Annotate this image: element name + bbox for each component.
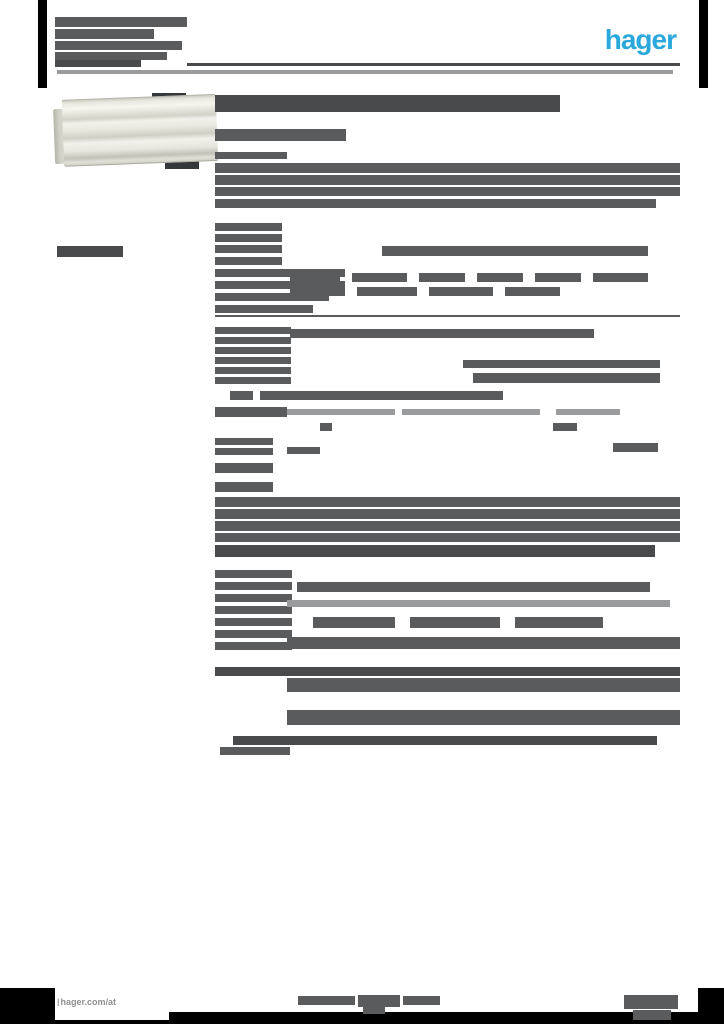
redacted-text-bar xyxy=(57,70,673,74)
redacted-text-bar xyxy=(419,273,465,282)
redacted-text-bar xyxy=(215,438,273,445)
redacted-text-bar xyxy=(358,995,400,1007)
redacted-text-bar xyxy=(215,570,292,578)
redacted-text-bar xyxy=(215,642,292,650)
redacted-text-bar xyxy=(410,617,500,628)
redacted-text-bar xyxy=(290,287,345,296)
redacted-text-bar xyxy=(402,409,540,415)
redacted-text-bar xyxy=(429,287,493,296)
redacted-text-bar xyxy=(215,407,287,417)
redacted-text-bar xyxy=(55,17,187,27)
redacted-text-bar xyxy=(215,545,655,557)
redacted-text-bar xyxy=(287,637,680,649)
hager-logo: hager xyxy=(604,24,677,55)
redacted-text-bar xyxy=(187,63,680,66)
redacted-text-bar xyxy=(233,736,657,745)
redacted-text-bar xyxy=(260,391,503,400)
redacted-text-bar xyxy=(55,41,182,50)
redacted-text-bar xyxy=(215,315,680,317)
redacted-text-bar xyxy=(593,273,648,282)
redacted-text-bar xyxy=(215,377,291,384)
redacted-text-bar xyxy=(473,373,660,383)
redacted-text-bar xyxy=(215,293,329,301)
redacted-text-bar xyxy=(215,630,292,638)
redacted-text-bar xyxy=(553,423,577,431)
redacted-text-bar xyxy=(215,448,273,455)
redacted-text-bar xyxy=(215,509,680,519)
redacted-text-bar xyxy=(505,287,560,296)
redacted-text-bar xyxy=(633,1010,671,1020)
scan-mark xyxy=(699,0,708,88)
footer-logo-box[interactable]: |hager.com/at xyxy=(55,996,169,1020)
redacted-text-bar xyxy=(215,618,292,626)
redacted-text-bar xyxy=(215,367,291,374)
redacted-text-bar xyxy=(215,582,292,590)
redacted-text-bar xyxy=(290,329,594,338)
redacted-text-bar xyxy=(463,360,660,368)
redacted-text-bar xyxy=(215,234,282,242)
redacted-text-bar xyxy=(290,273,340,282)
redacted-text-bar xyxy=(55,52,167,60)
redacted-text-bar xyxy=(215,606,292,614)
redacted-text-bar xyxy=(215,533,680,542)
redacted-text-bar xyxy=(320,423,332,431)
redacted-text-bar xyxy=(215,269,345,277)
redacted-text-bar xyxy=(215,357,291,364)
redacted-text-bar xyxy=(215,187,680,196)
redacted-text-bar xyxy=(215,129,346,141)
redacted-text-bar xyxy=(357,287,417,296)
redacted-text-bar xyxy=(515,617,603,628)
redacted-text-bar xyxy=(352,273,407,282)
redacted-text-bar xyxy=(287,678,680,692)
redacted-text-bar xyxy=(313,617,395,628)
redacted-text-bar xyxy=(215,463,273,473)
redacted-text-bar xyxy=(613,443,658,452)
redacted-text-bar xyxy=(55,29,154,39)
redacted-text-bar xyxy=(298,996,355,1005)
redacted-text-bar xyxy=(287,409,395,415)
redacted-text-bar xyxy=(215,305,313,313)
scan-mark xyxy=(0,1012,724,1024)
redacted-text-bar xyxy=(215,199,656,208)
footer-logo-mark: | xyxy=(57,997,60,1007)
redacted-text-bar xyxy=(230,391,253,400)
redacted-text-bar xyxy=(624,995,678,1009)
redacted-text-bar xyxy=(57,246,123,257)
redacted-text-bar xyxy=(215,667,680,676)
redacted-text-bar xyxy=(215,497,680,507)
redacted-text-bar xyxy=(215,327,291,334)
redacted-text-bar xyxy=(220,747,290,755)
redacted-text-bar xyxy=(215,175,680,185)
redacted-text-bar xyxy=(363,1007,385,1014)
redacted-text-bar xyxy=(215,337,291,344)
redacted-text-bar xyxy=(297,582,650,592)
redacted-text-bar xyxy=(215,152,287,159)
redacted-text-bar xyxy=(215,347,291,354)
redacted-text-bar xyxy=(287,447,320,454)
redacted-text-bar xyxy=(215,257,282,265)
redacted-text-bar xyxy=(215,245,282,253)
redacted-text-bar xyxy=(215,163,680,173)
scan-mark xyxy=(38,0,47,88)
redacted-text-bar xyxy=(382,246,648,256)
redacted-text-bar xyxy=(215,95,560,112)
redacted-text-bar xyxy=(287,710,680,725)
redacted-text-bar xyxy=(215,482,273,492)
redacted-text-bar xyxy=(403,996,440,1005)
redacted-text-bar xyxy=(215,521,680,531)
redacted-text-bar xyxy=(215,281,345,289)
redacted-text-bar xyxy=(215,223,282,231)
footer-site-label: hager.com/at xyxy=(60,997,117,1007)
redacted-text-bar xyxy=(215,594,292,602)
redacted-text-bar xyxy=(477,273,523,282)
redacted-text-bar xyxy=(556,409,620,415)
redacted-text-bar xyxy=(55,60,141,67)
redacted-text-bar xyxy=(535,273,581,282)
redacted-text-bar xyxy=(287,600,670,607)
